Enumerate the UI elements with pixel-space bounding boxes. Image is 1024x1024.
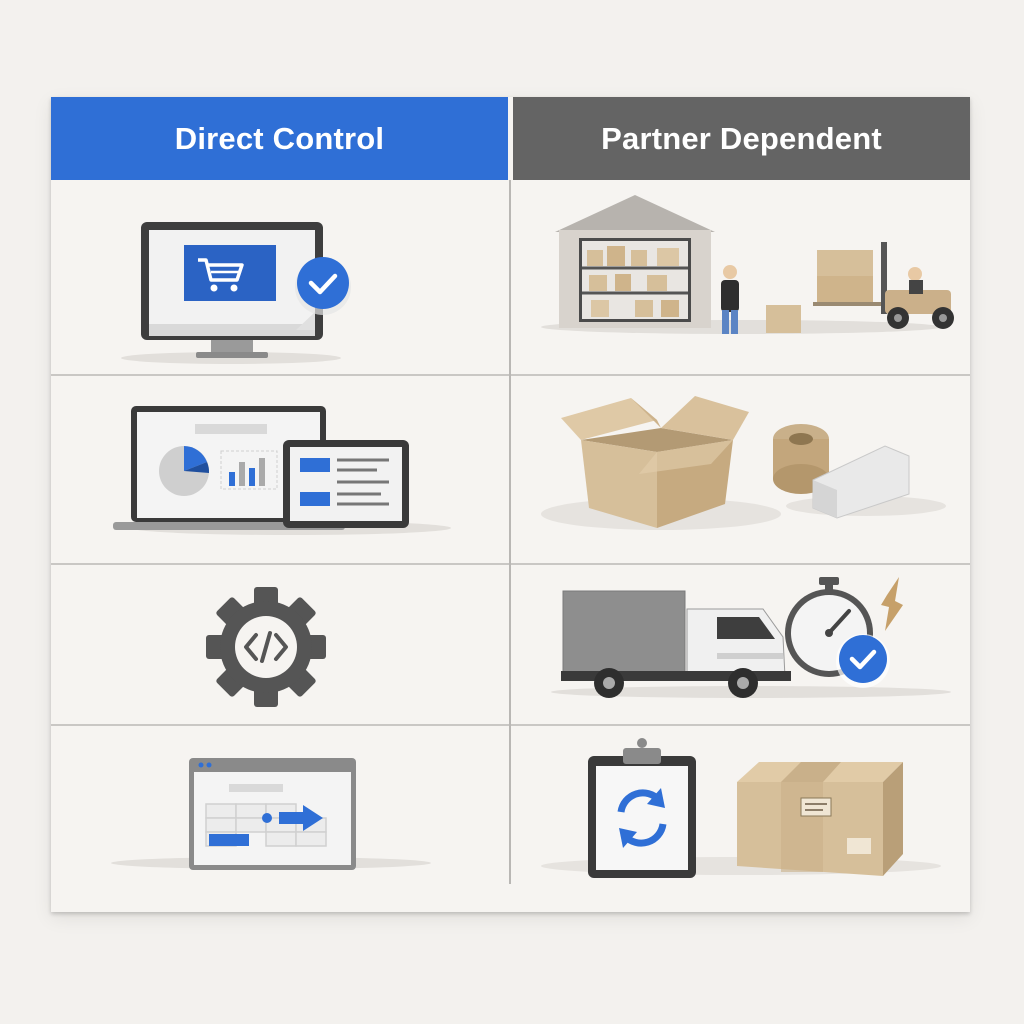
- storefront-cart-icon: [51, 180, 508, 374]
- header-direct-control-label: Direct Control: [174, 120, 385, 156]
- warehouse-forklift-icon: [511, 180, 970, 374]
- comparison-table: Direct Control Partner Dependent: [51, 97, 970, 912]
- header-partner-dependent-label: Partner Dependent: [601, 120, 882, 156]
- header-partner-dependent: Partner Dependent: [513, 97, 970, 180]
- dashboard-analytics-icon: [51, 376, 508, 563]
- delivery-truck-timer-icon: [511, 565, 970, 724]
- returns-clipboard-box-icon: [511, 726, 970, 884]
- column-divider: [509, 180, 511, 884]
- code-gear-icon: [51, 565, 508, 724]
- header-direct-control: Direct Control: [51, 97, 508, 180]
- browser-workflow-icon: [51, 726, 508, 884]
- packaging-materials-icon: [511, 376, 970, 563]
